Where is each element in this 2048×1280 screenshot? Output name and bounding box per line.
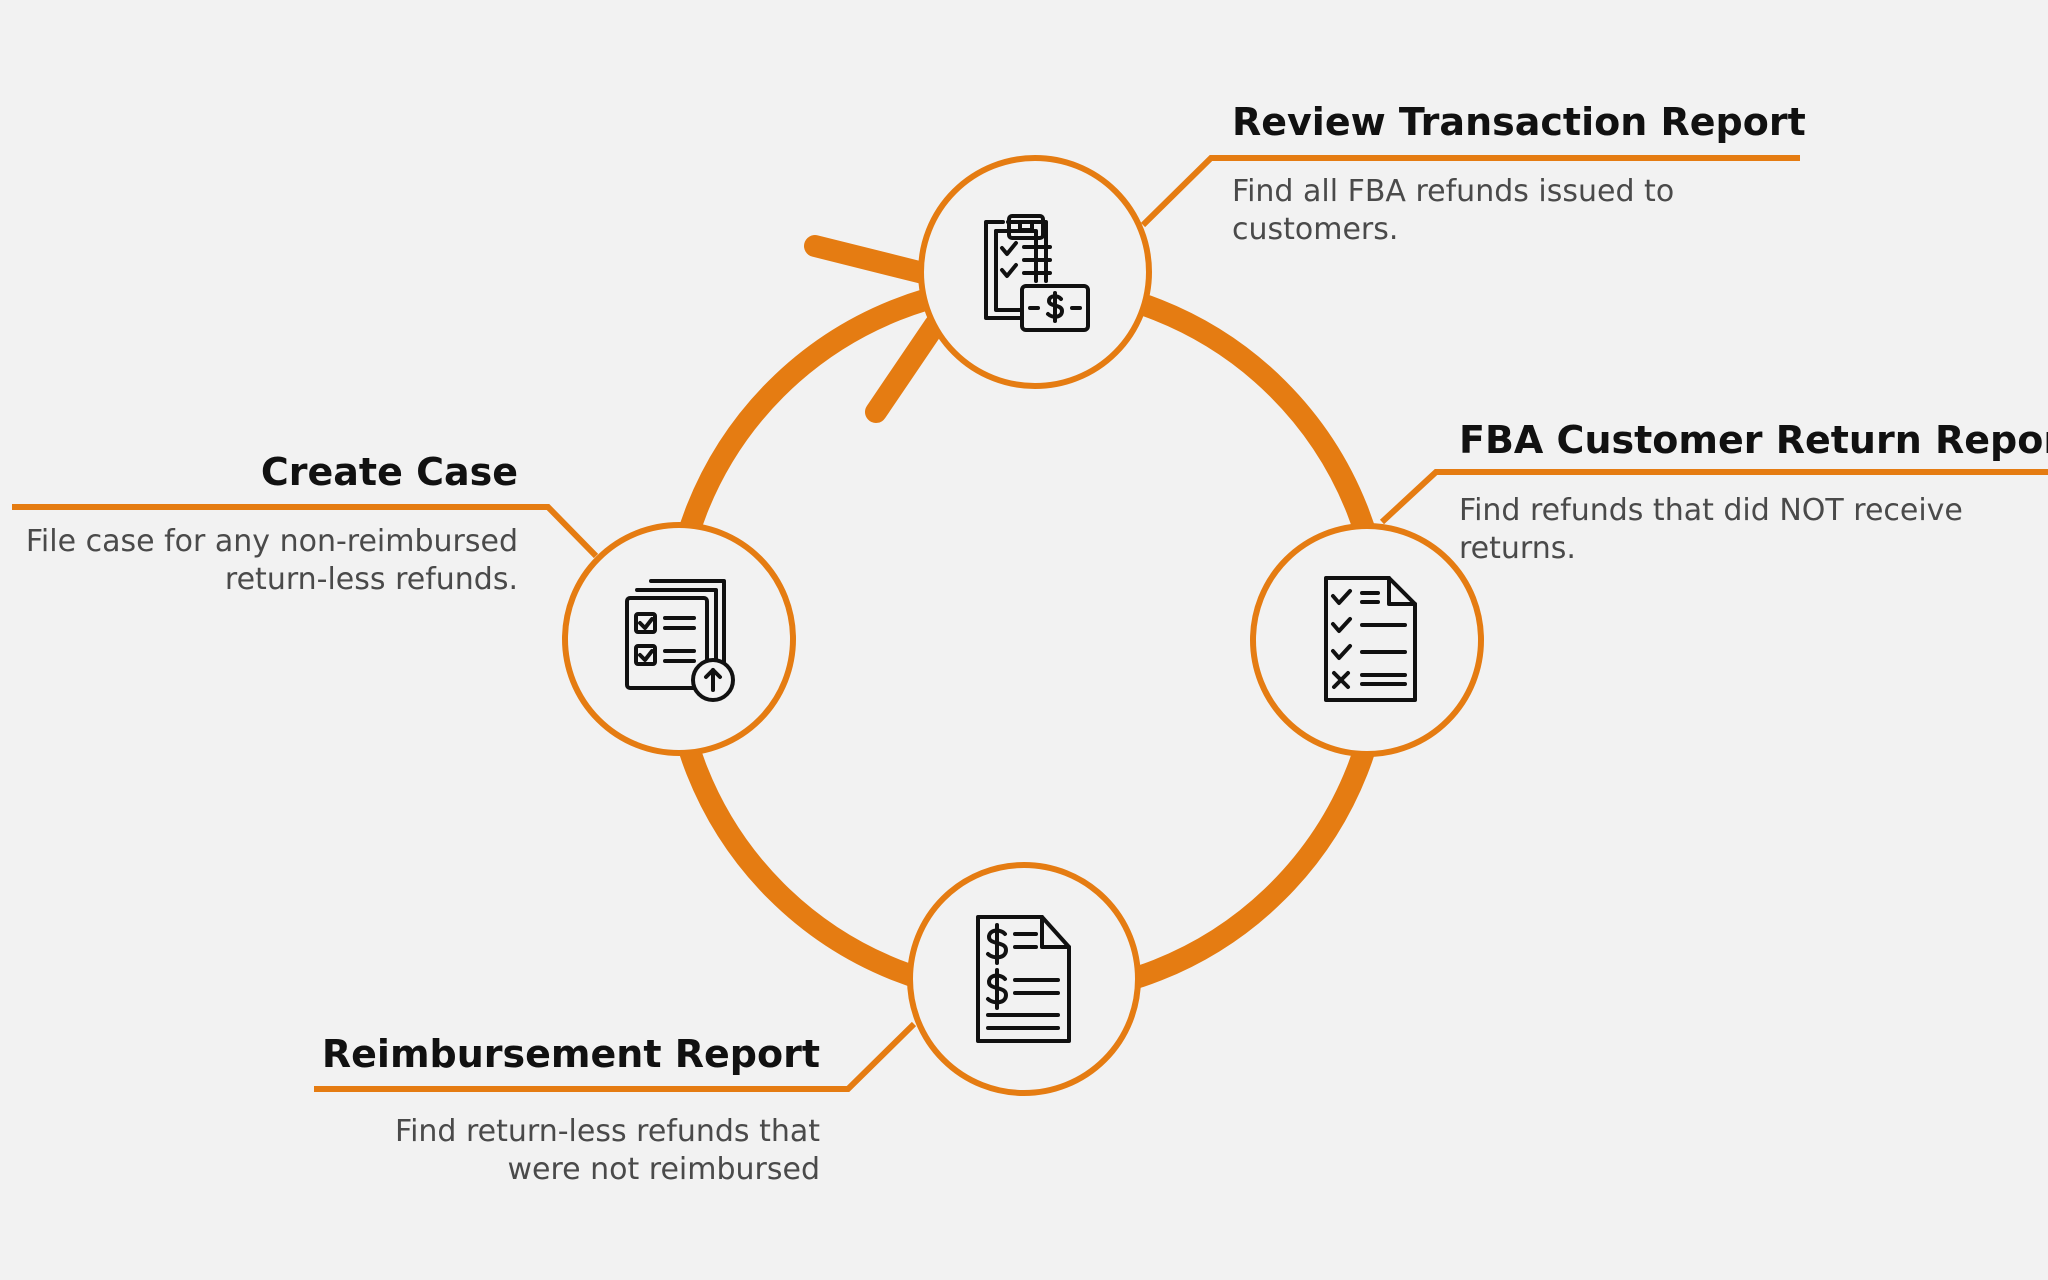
step-create-case-description: File case for any non-reimbursed return-… — [26, 523, 518, 599]
upload-checklist-icon — [625, 579, 735, 702]
step-reimbursement-description: Find return-less refunds that were not r… — [395, 1113, 820, 1189]
step-return-report-title: FBA Customer Return Report — [1459, 418, 2048, 462]
step-review-title: Review Transaction Report — [1232, 100, 1806, 144]
node-return-report-circle — [1250, 523, 1484, 757]
step-return-report-description: Find refunds that did NOT receive return… — [1459, 492, 1963, 568]
cycle-arrowhead — [804, 235, 946, 423]
step-return-report-description-line: returns. — [1459, 531, 1576, 566]
step-reimbursement-title: Reimbursement Report — [321, 1032, 820, 1076]
dollar-document-icon — [976, 915, 1071, 1043]
step-review-description-line: customers. — [1232, 212, 1399, 247]
step-reimbursement-description-line: were not reimbursed — [507, 1152, 820, 1187]
clipboard-dollar-icon — [984, 214, 1090, 332]
node-create-case-circle — [562, 522, 796, 756]
step-review-description: Find all FBA refunds issued to customers… — [1232, 173, 1674, 249]
step-reimbursement-description-line: Find return-less refunds that — [395, 1114, 820, 1149]
connector-reimbursement — [314, 1021, 917, 1092]
connector-review — [1140, 155, 1800, 228]
step-create-case-title: Create Case — [260, 450, 518, 494]
step-return-report-description-line: Find refunds that did NOT receive — [1459, 493, 1963, 528]
step-create-case-description-line: File case for any non-reimbursed — [25, 524, 518, 559]
connector-create-case — [12, 504, 599, 559]
step-review-description-line: Find all FBA refunds issued to — [1232, 174, 1675, 209]
checklist-document-icon — [1324, 576, 1417, 702]
connector-return-report — [1379, 469, 2048, 525]
step-create-case-description-line: return-less refunds. — [224, 562, 518, 597]
